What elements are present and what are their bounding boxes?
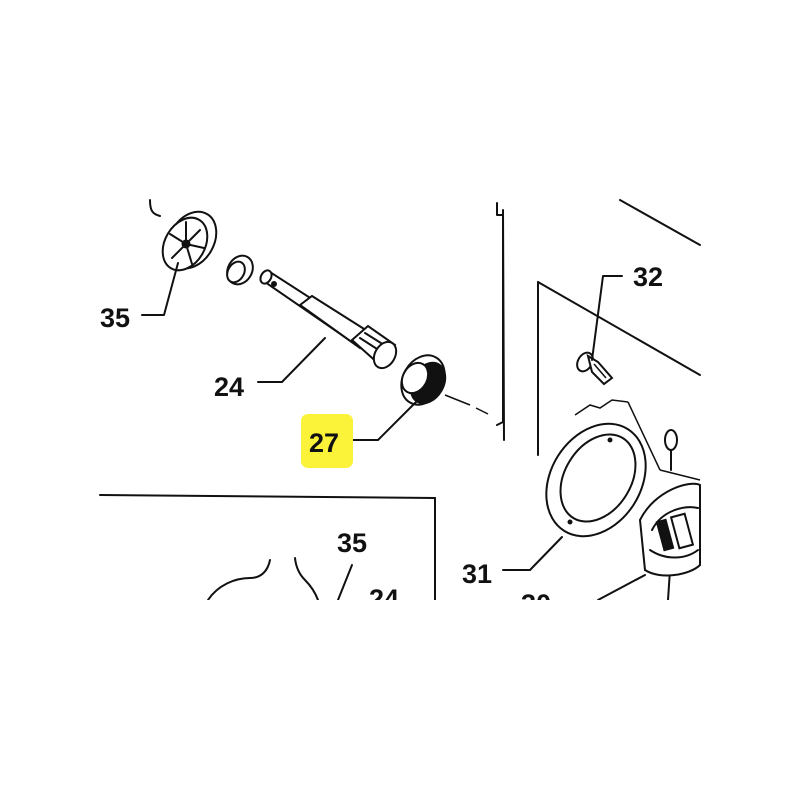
callout-35-bottom: 35 xyxy=(337,528,367,558)
part-32-bolt xyxy=(576,351,614,386)
part-27-gear xyxy=(400,354,489,415)
part-24-shaft xyxy=(259,269,398,370)
bushing xyxy=(226,254,254,286)
inset-box xyxy=(99,494,436,601)
housing-outline xyxy=(496,199,701,601)
part-30-cover xyxy=(638,429,701,577)
callout-31: 31 xyxy=(462,559,492,589)
callout-35-top: 35 xyxy=(100,303,130,333)
callout-32: 32 xyxy=(633,262,663,292)
callout-27: 27 xyxy=(309,428,339,458)
part-31-gasket xyxy=(545,422,647,538)
leader-lines xyxy=(141,262,646,601)
callout-24-top: 24 xyxy=(214,372,244,402)
part-35-wheel xyxy=(149,199,218,272)
highlight-27 xyxy=(301,414,353,468)
lower-blank-area xyxy=(0,600,800,800)
